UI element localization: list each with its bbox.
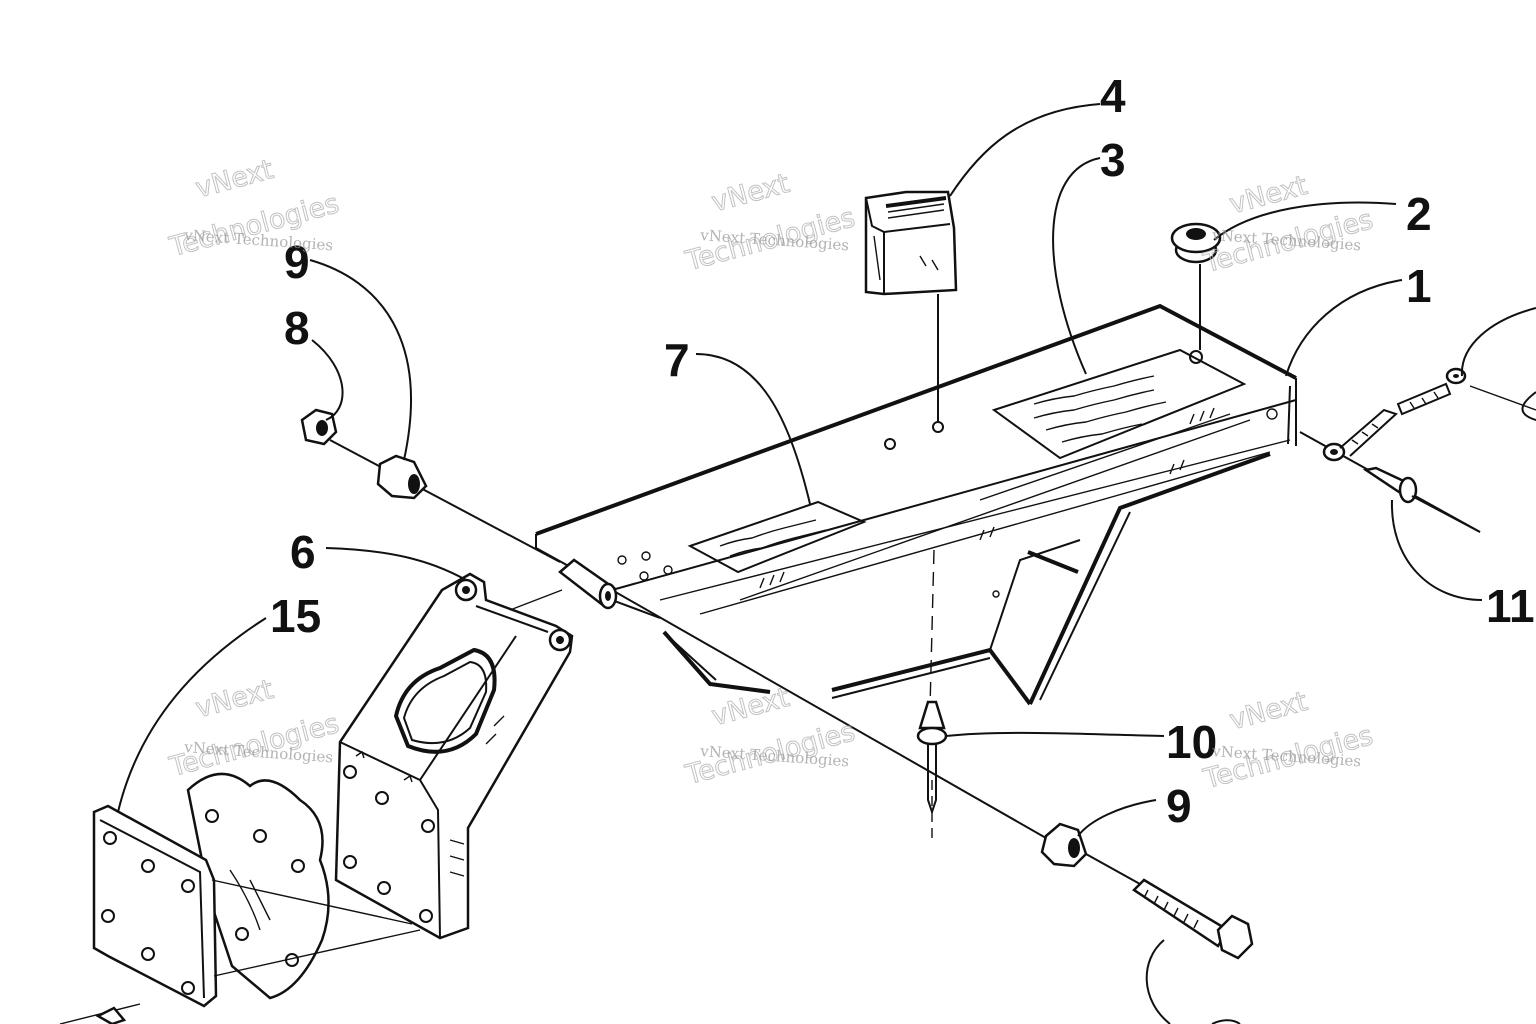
callout-6: 6 bbox=[290, 526, 316, 578]
bushing-icon-lower bbox=[1040, 822, 1141, 885]
bushing-icon-upper bbox=[376, 454, 428, 500]
watermark-3: vNext Technologies bbox=[1199, 170, 1377, 280]
watermark-2: vNext Technologies bbox=[681, 168, 859, 278]
reinforcement-plate bbox=[59, 772, 421, 1024]
callout-11: 11 bbox=[1486, 580, 1535, 632]
mounting-bracket bbox=[334, 572, 574, 940]
callout-9-upper: 9 bbox=[284, 236, 310, 288]
callout-15: 15 bbox=[270, 590, 321, 642]
callout-9-lower: 9 bbox=[1166, 780, 1192, 832]
callout-10: 10 bbox=[1166, 716, 1217, 768]
callout-3: 3 bbox=[1100, 134, 1126, 186]
lower-axle-line bbox=[611, 589, 1061, 847]
leader-lines bbox=[117, 103, 1536, 1024]
svg-text:vNext: vNext bbox=[1226, 686, 1310, 736]
callout-4: 4 bbox=[1100, 70, 1126, 122]
watermark-5: vNext Technologies bbox=[681, 682, 859, 792]
callout-8: 8 bbox=[284, 302, 310, 354]
bolt-icon bbox=[1132, 878, 1254, 960]
left-axle-line bbox=[329, 439, 561, 563]
pin-icon bbox=[916, 549, 948, 840]
callout-1: 1 bbox=[1406, 260, 1432, 312]
ground-strap bbox=[1299, 367, 1536, 533]
svg-text:vNext: vNext bbox=[708, 168, 792, 218]
spacer-sleeve-icon bbox=[558, 558, 618, 610]
svg-text:vNext: vNext bbox=[192, 674, 276, 724]
svg-text:vNext: vNext bbox=[192, 154, 276, 204]
callout-2: 2 bbox=[1406, 188, 1432, 240]
callout-7: 7 bbox=[664, 334, 690, 386]
decal-large bbox=[991, 348, 1247, 460]
decal-small bbox=[687, 500, 867, 574]
hex-nut-icon bbox=[300, 408, 338, 446]
frame-assembly bbox=[535, 303, 1297, 706]
document-pouch-icon bbox=[864, 190, 958, 422]
grommet-icon bbox=[1170, 222, 1222, 350]
callout-labels: 4 3 2 1 7 9 8 6 15 10 9 11 bbox=[270, 70, 1535, 832]
